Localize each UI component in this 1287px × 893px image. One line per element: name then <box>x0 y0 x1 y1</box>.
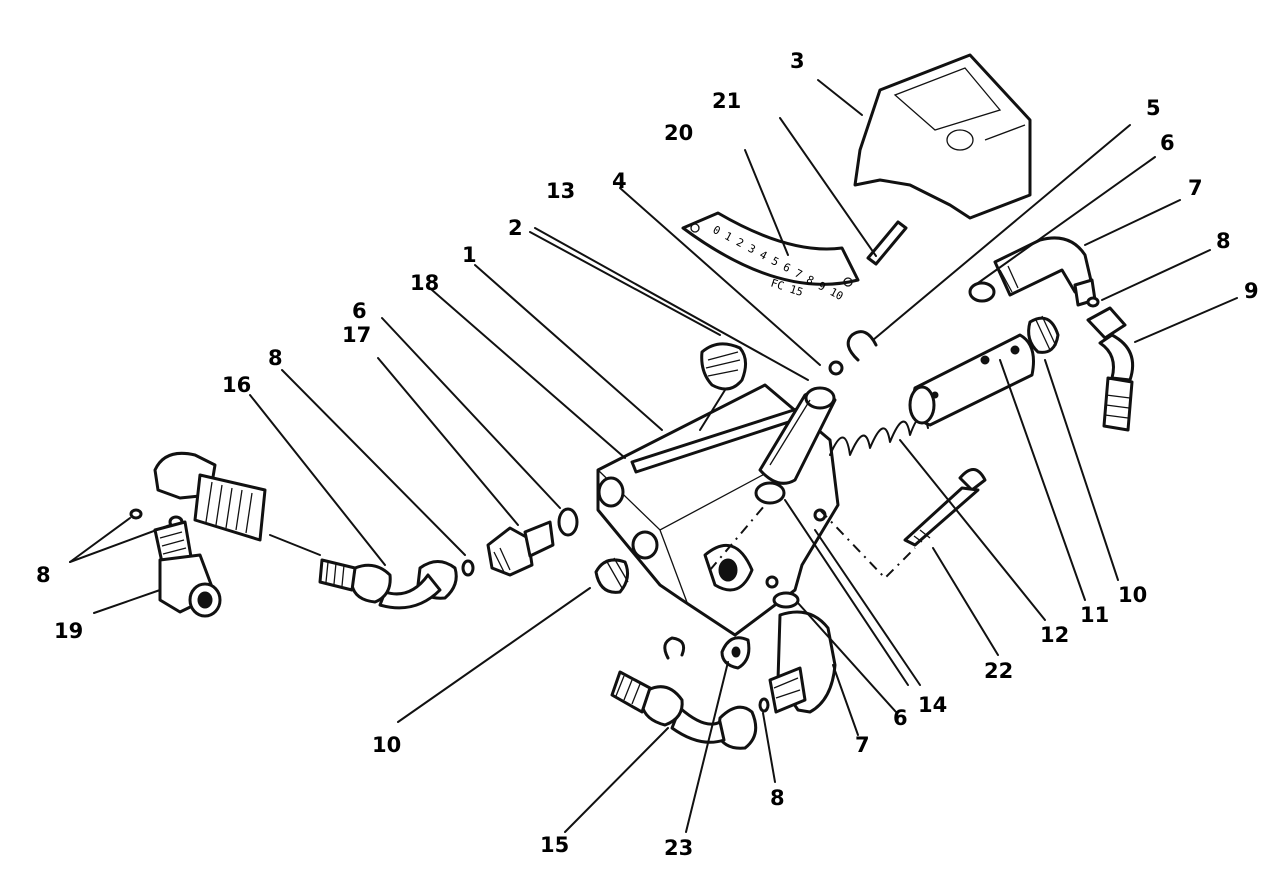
part-16-pipe-center <box>318 558 458 610</box>
label-9: 9 <box>1244 279 1259 303</box>
label-3: 3 <box>790 49 805 73</box>
label-22: 22 <box>984 659 1013 683</box>
label-19: 19 <box>54 619 83 643</box>
part-10-plug-left <box>594 557 630 594</box>
part-22-bolt <box>903 468 987 547</box>
label-10-right: 10 <box>1118 583 1147 607</box>
part-12-spring <box>829 415 929 456</box>
label-23: 23 <box>664 836 693 860</box>
label-14: 14 <box>918 693 947 717</box>
label-10-left: 10 <box>372 733 401 757</box>
part-3-cover <box>853 53 1032 220</box>
label-16: 16 <box>222 373 251 397</box>
label-5: 5 <box>1146 96 1161 120</box>
part-19-tee-assembly <box>153 451 321 618</box>
part-7-elbow-lower <box>768 610 837 714</box>
label-18: 18 <box>410 271 439 295</box>
part-2-knob <box>699 342 747 431</box>
label-8-far-left: 8 <box>36 563 51 587</box>
part-11-sleeve <box>908 333 1035 427</box>
part-23-nut <box>720 636 751 670</box>
label-21: 21 <box>712 89 741 113</box>
label-20: 20 <box>664 121 693 145</box>
part-4-plunger <box>758 360 844 485</box>
label-6-top: 6 <box>1160 131 1175 155</box>
part-21-pin <box>866 220 908 266</box>
part-6-rings <box>557 281 996 609</box>
part-15-pipe-lower <box>610 670 758 750</box>
part-8-washers <box>129 296 1100 713</box>
label-17: 17 <box>342 323 371 347</box>
alignment-lines <box>709 504 916 580</box>
part-5-retaining-rings <box>663 330 878 660</box>
label-2: 2 <box>508 216 523 240</box>
label-12: 12 <box>1040 623 1069 647</box>
label-8-left: 8 <box>268 346 283 370</box>
part-labels: 3 21 20 5 6 7 8 9 4 13 2 1 18 6 17 8 16 … <box>36 49 1259 860</box>
label-8-right: 8 <box>1216 229 1231 253</box>
part-20-scale-plate: 0 1 2 3 4 5 6 7 8 9 10 FC 15 <box>681 211 860 303</box>
label-4: 4 <box>612 169 627 193</box>
label-8-bottom: 8 <box>770 786 785 810</box>
part-9-pipe-right <box>1086 306 1135 432</box>
label-13: 13 <box>546 179 575 203</box>
label-7-top: 7 <box>1188 176 1203 200</box>
label-11: 11 <box>1080 603 1109 627</box>
label-15: 15 <box>540 833 569 857</box>
label-6-left: 6 <box>352 299 367 323</box>
leader-lines <box>69 79 1238 833</box>
part-17-fitting <box>486 520 555 577</box>
label-6-bottom: 6 <box>893 706 908 730</box>
label-7-bottom: 7 <box>855 733 870 757</box>
part-7-elbow-upper <box>993 236 1097 307</box>
label-1: 1 <box>462 243 477 267</box>
part-10-plug-right <box>1027 315 1060 354</box>
